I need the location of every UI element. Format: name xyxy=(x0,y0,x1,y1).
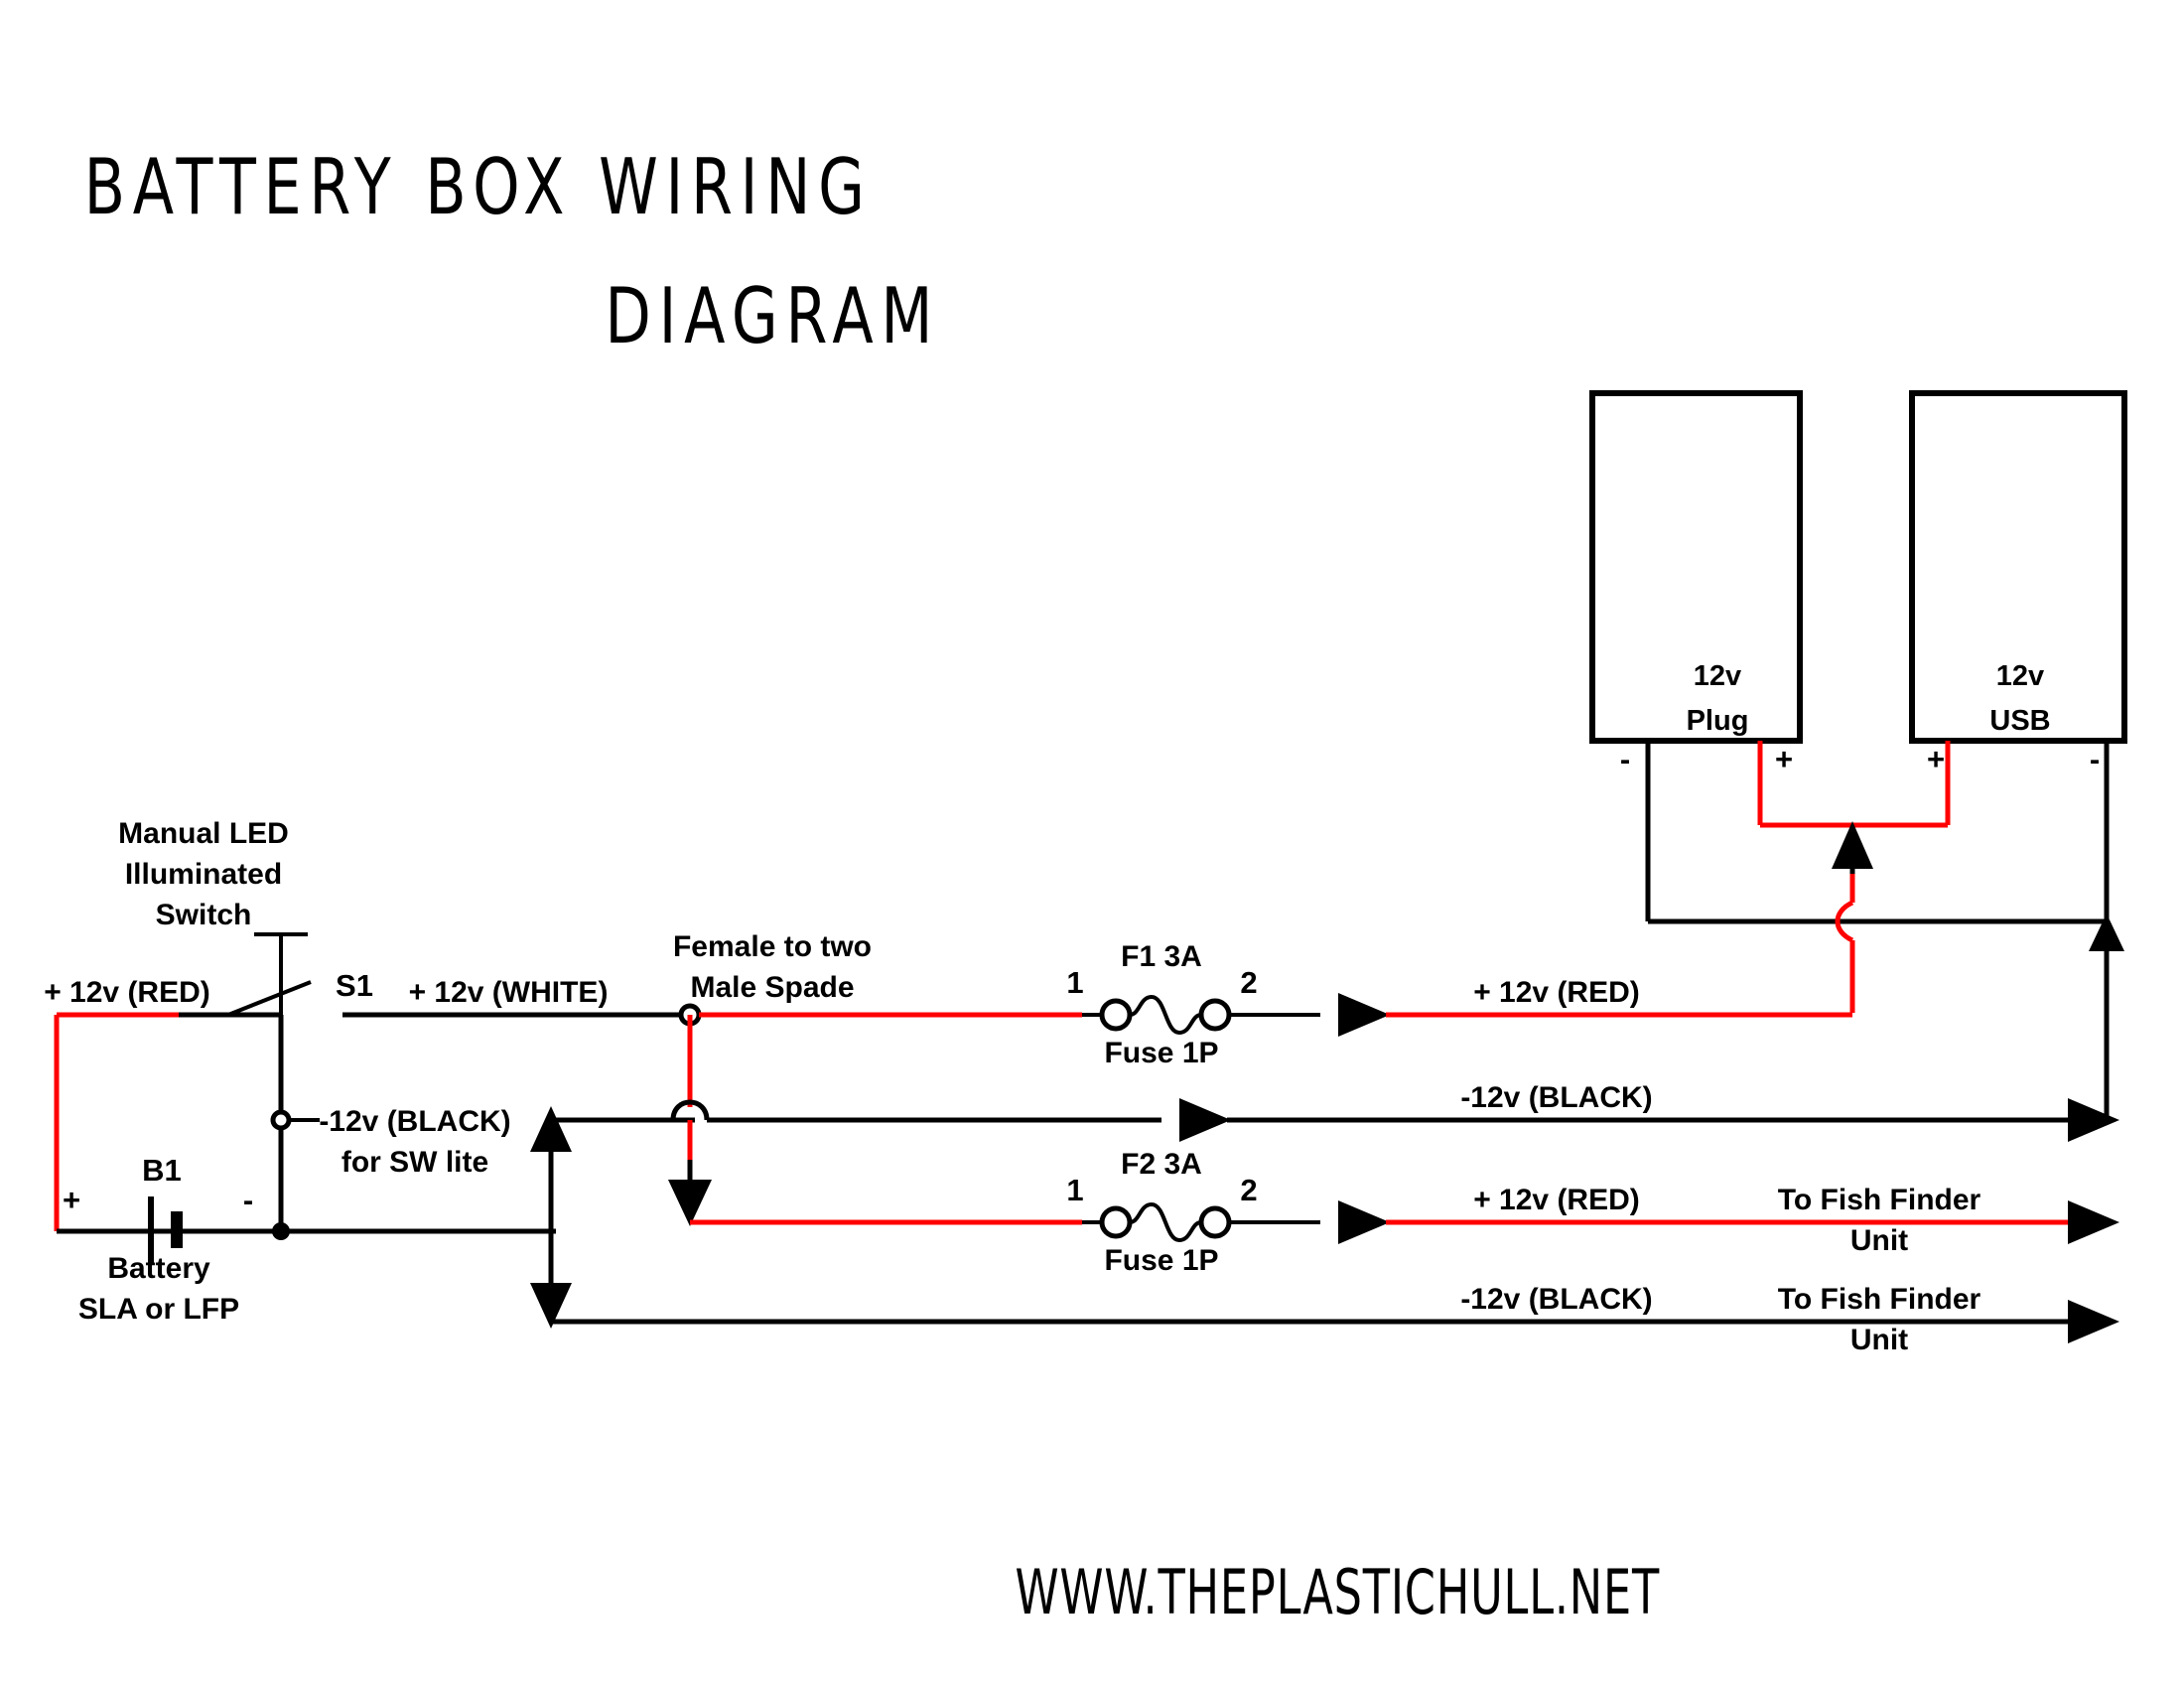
fuse2-type: Fuse 1P xyxy=(1104,1244,1218,1277)
battery-type: SLA or LFP xyxy=(78,1293,239,1326)
destination-fish-finder-negative-line2: Unit xyxy=(1850,1324,1908,1356)
wire-label-fish-finder-negative: -12v (BLACK) xyxy=(1460,1283,1652,1316)
destination-fish-finder-positive-line2: Unit xyxy=(1850,1224,1908,1257)
diagram-title-line2: DIAGRAM xyxy=(605,271,940,361)
switch-caption-line1: Manual LED xyxy=(118,817,289,850)
plug-12v-label-line2: Plug xyxy=(1687,705,1749,737)
wire-label-sw-lite-line1: -12v (BLACK) xyxy=(319,1105,510,1138)
destination-fish-finder-positive-line1: To Fish Finder xyxy=(1778,1184,1981,1216)
plug-12v-box[interactable] xyxy=(1589,390,1803,744)
usb-12v-label-line1: 12v xyxy=(1996,660,2044,692)
wire-label-switch-output: + 12v (WHITE) xyxy=(409,976,609,1009)
switch-caption-line2: Illuminated xyxy=(125,858,282,891)
wire-label-f1-output: + 12v (RED) xyxy=(1473,976,1640,1009)
spade-caption-line2: Male Spade xyxy=(690,971,854,1004)
switch-s1-symbol[interactable] xyxy=(227,932,312,1017)
fuse2-terminal-2-label: 2 xyxy=(1240,1173,1257,1207)
wire-negative-distribution-riser xyxy=(530,1106,695,1329)
battery-positive-terminal-label: + xyxy=(63,1183,80,1217)
usb-12v-label-line2: USB xyxy=(1989,705,2050,737)
footer-website-url: WWW.THEPLASTICHULL.NET xyxy=(1016,1558,1661,1629)
spade-caption-line1: Female to two xyxy=(673,930,872,963)
usb-12v-box[interactable] xyxy=(1909,390,2127,744)
fuse1-symbol[interactable] xyxy=(1082,994,1320,1036)
wire-label-f2-output: + 12v (RED) xyxy=(1473,1184,1640,1216)
fuse1-terminal-2-label: 2 xyxy=(1240,965,1257,1000)
fuse2-designator: F2 3A xyxy=(1121,1148,1202,1181)
switch-caption-line3: Switch xyxy=(156,899,252,931)
wire-label-plug-negative: -12v (BLACK) xyxy=(1460,1081,1652,1114)
wire-f2-output xyxy=(1338,1200,2119,1244)
wire-f1-to-plug-usb-riser xyxy=(1832,821,1873,1013)
wire-sw-lite-tap xyxy=(270,1109,320,1131)
destination-fish-finder-negative-line1: To Fish Finder xyxy=(1778,1283,1981,1316)
fuse2-terminal-1-label: 1 xyxy=(1066,1173,1083,1207)
fuse1-type: Fuse 1P xyxy=(1104,1037,1218,1069)
battery-designator: B1 xyxy=(142,1153,182,1188)
wire-negative-bus-top xyxy=(1052,1098,2119,1142)
wire-label-battery-positive: + 12v (RED) xyxy=(44,976,210,1009)
wire-spade-down-to-f2 xyxy=(650,1015,1082,1226)
switch-designator: S1 xyxy=(336,968,373,1003)
wire-plug-negative xyxy=(1645,741,2107,924)
plug-12v-positive-terminal-label: + xyxy=(1775,742,1793,776)
wire-fish-finder-negative xyxy=(551,1300,2119,1343)
plug-12v-label-line1: 12v xyxy=(1694,660,1741,692)
wire-label-sw-lite-line2: for SW lite xyxy=(341,1146,488,1179)
wire-usb-negative xyxy=(2089,741,2124,1120)
diagram-title-line1: BATTERY BOX WIRING xyxy=(84,142,873,232)
wire-f1-output xyxy=(1338,993,1852,1037)
fuse1-terminal-1-label: 1 xyxy=(1066,965,1083,1000)
usb-12v-positive-terminal-label: + xyxy=(1927,742,1945,776)
battery-name: Battery xyxy=(107,1252,210,1285)
fuse1-designator: F1 3A xyxy=(1121,940,1202,973)
fuse2-symbol[interactable] xyxy=(1082,1201,1320,1243)
plug-12v-negative-terminal-label: - xyxy=(1620,742,1630,776)
battery-negative-terminal-label: - xyxy=(243,1183,253,1217)
usb-12v-negative-terminal-label: - xyxy=(2090,742,2100,776)
wire-battery-positive xyxy=(54,1012,281,1231)
